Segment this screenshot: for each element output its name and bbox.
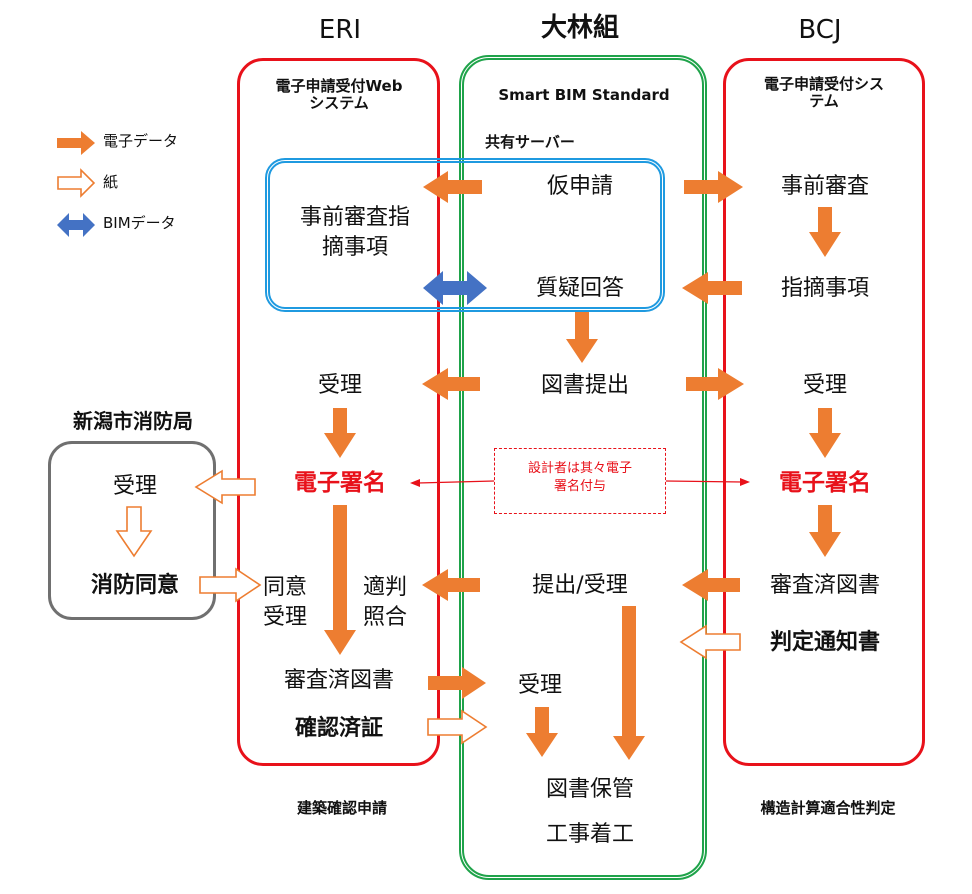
- bcj-notes: 指摘事項: [780, 276, 869, 301]
- consent-received: 同意 受理: [262, 575, 307, 630]
- obayashi-system-label: Smart BIM Standard: [498, 86, 670, 104]
- submission-received: 提出/受理: [532, 573, 628, 598]
- bcj-box: [723, 58, 925, 766]
- arrow-left-to-eri-icon: [422, 569, 480, 601]
- paper-arrow-judgement-icon: [679, 624, 741, 660]
- legend-electronic-arrow-icon: [57, 131, 95, 155]
- bcj-reviewed-drawings: 審査済図書: [769, 573, 880, 598]
- arrow-left-submission-icon: [422, 368, 480, 400]
- fire-dept-box: [48, 441, 216, 620]
- designer-note-box: [494, 448, 666, 514]
- eri-system-label: 電子申請受付Web システム: [275, 77, 403, 113]
- obayashi-title: 大林組: [540, 13, 619, 43]
- note-arrow-left-icon: [410, 479, 420, 487]
- arrow-right-submission-icon: [686, 368, 744, 400]
- legend-bim-arrow-icon: [57, 213, 95, 237]
- bcj-system-label: 電子申請受付シス テム: [763, 75, 884, 111]
- legend-label-electronic: 電子データ: [103, 132, 179, 150]
- obayashi-box: [459, 55, 707, 880]
- eri-received: 受理: [317, 373, 362, 398]
- bcj-pre-review: 事前審査: [780, 174, 869, 199]
- fire-dept-title: 新潟市消防局: [73, 409, 193, 433]
- pre-review-notes: 事前審査指 摘事項: [299, 205, 410, 260]
- eri-reviewed-drawings: 審査済図書: [283, 668, 394, 693]
- paper-arrow-consent-icon: [199, 567, 262, 603]
- provisional-application: 仮申請: [546, 174, 613, 199]
- shared-server-title: 共有サーバー: [485, 133, 575, 151]
- bcj-footer: 構造計算適合性判定: [760, 799, 896, 817]
- arrow-left-from-bcj-icon: [682, 569, 740, 601]
- shared-server-box: [265, 158, 665, 312]
- note-arrow-right-icon: [740, 478, 750, 486]
- fire-consent: 消防同意: [90, 573, 179, 598]
- arrow-down-long-obayashi-icon: [613, 606, 645, 760]
- arrow-down-eri-1-icon: [324, 408, 356, 458]
- eri-box: [237, 58, 440, 766]
- eri-footer: 建築確認申請: [296, 799, 387, 817]
- paper-arrow-to-fire-icon: [194, 469, 256, 505]
- construction-start: 工事着工: [545, 822, 634, 847]
- paper-arrow-certificate-icon: [427, 709, 488, 745]
- arrow-bim-qa-icon: [423, 271, 487, 305]
- drawing-submission: 図書提出: [540, 373, 629, 398]
- arrow-down-bcj-3-icon: [809, 505, 841, 557]
- arrow-down-server-icon: [566, 312, 598, 363]
- arrow-right-reviewed-icon: [428, 667, 486, 699]
- bcj-e-signature: 電子署名: [779, 470, 871, 496]
- legend-label-paper: 紙: [103, 173, 119, 191]
- arrow-right-provisional-icon: [684, 171, 743, 203]
- bcj-title: BCJ: [798, 15, 842, 45]
- legend-paper-arrow-icon: [57, 168, 96, 198]
- legend-label-bim: BIMデータ: [103, 214, 176, 232]
- obayashi-received: 受理: [517, 673, 562, 698]
- drawing-storage: 図書保管: [545, 777, 634, 802]
- qa-response: 質疑回答: [535, 276, 624, 301]
- compliance-check: 適判 照合: [362, 575, 407, 630]
- legend-icons: [57, 131, 96, 237]
- arrow-down-bcj-1-icon: [809, 207, 841, 257]
- arrow-down-received-icon: [526, 707, 558, 757]
- arrow-down-eri-long-icon: [324, 505, 356, 655]
- arrow-down-bcj-2-icon: [809, 408, 841, 458]
- eri-e-signature: 電子署名: [294, 470, 386, 496]
- eri-title: ERI: [318, 15, 362, 45]
- paper-arrow-down-fire-icon: [115, 506, 153, 558]
- arrow-left-provisional-icon: [423, 171, 482, 203]
- designer-note: 設計者は其々電子 署名付与: [527, 461, 632, 494]
- arrow-left-qa-icon: [682, 272, 742, 304]
- bcj-judgement-notice: 判定通知書: [769, 630, 880, 655]
- confirmation-certificate: 確認済証: [294, 716, 383, 741]
- fire-dept-received: 受理: [112, 474, 157, 499]
- bcj-received: 受理: [802, 373, 847, 398]
